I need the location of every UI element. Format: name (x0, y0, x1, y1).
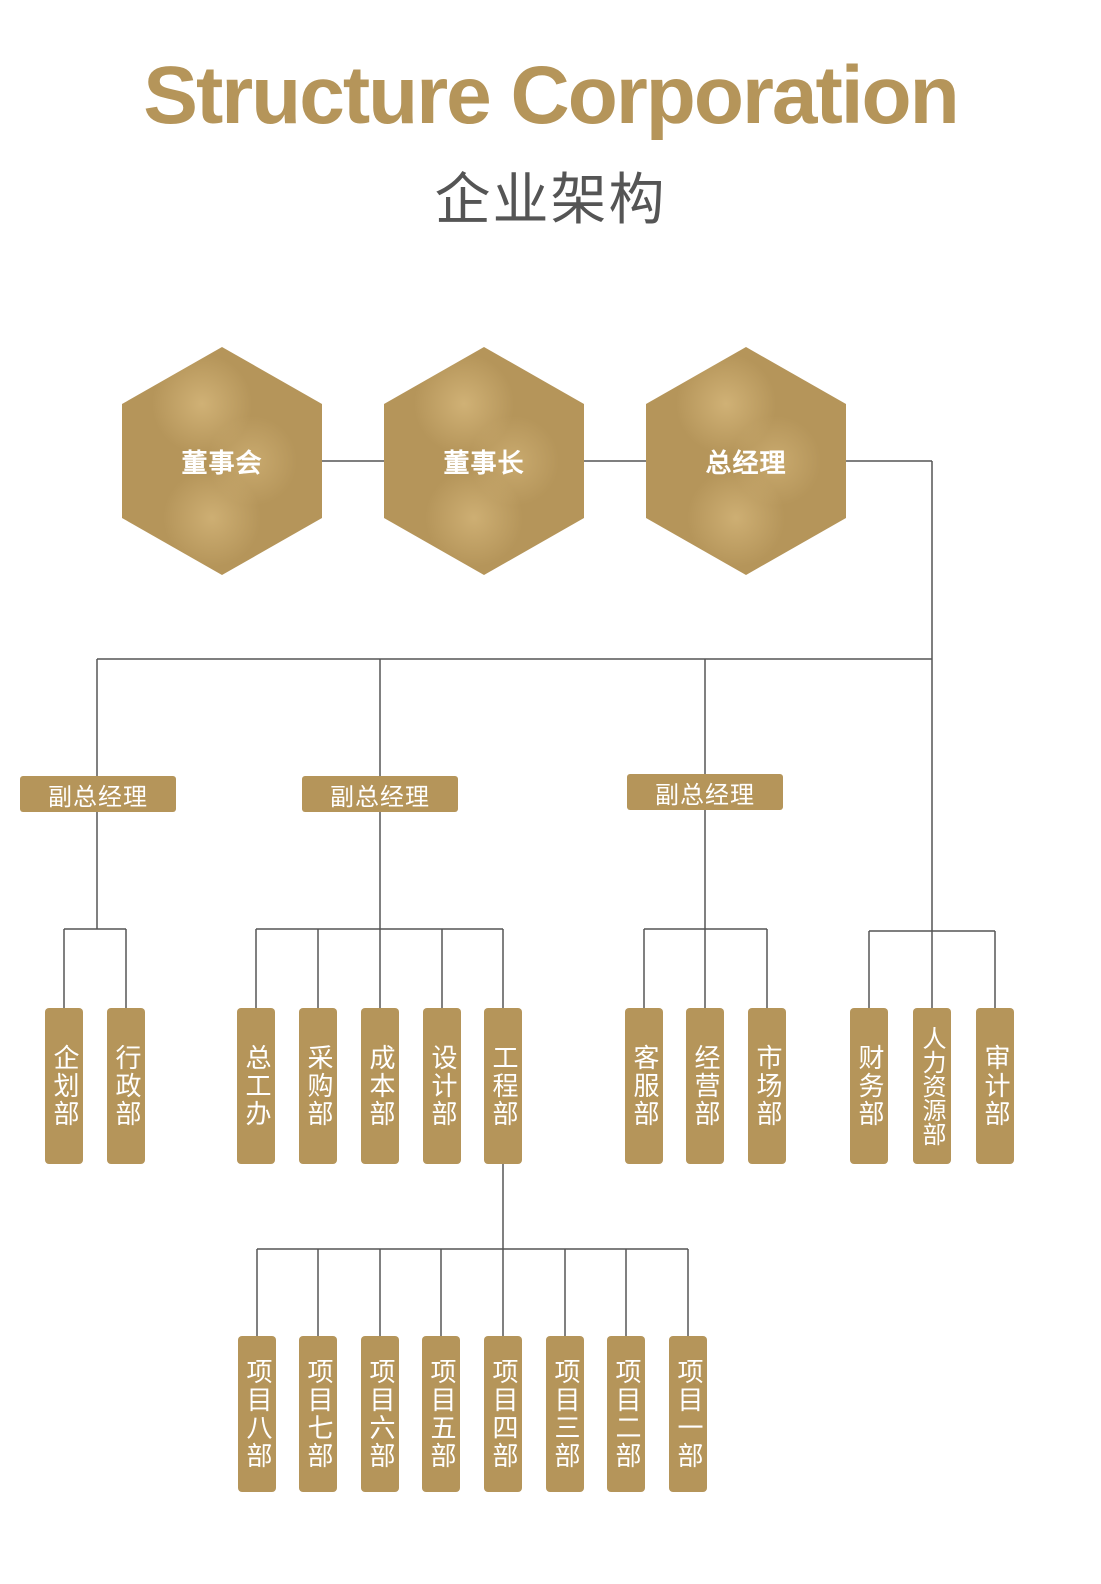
node-project-4: 项目四部 (484, 1336, 522, 1492)
node-label: 项目八部 (242, 1358, 272, 1470)
node-design: 设计部 (423, 1008, 461, 1164)
node-label: 经营部 (690, 1044, 720, 1128)
node-label: 工程部 (488, 1044, 518, 1128)
page-title-english: Structure Corporation (143, 50, 959, 141)
node-label: 总经理 (705, 448, 787, 479)
node-label: 副总经理 (48, 782, 148, 811)
node-engineering: 工程部 (484, 1008, 522, 1164)
node-administration: 行政部 (107, 1008, 145, 1164)
node-label: 项目四部 (488, 1358, 518, 1470)
node-project-5: 项目五部 (422, 1336, 460, 1492)
node-audit: 审计部 (976, 1008, 1014, 1164)
node-label: 审计部 (980, 1044, 1010, 1128)
node-project-1: 项目一部 (669, 1336, 707, 1492)
node-chief-engineer-office: 总工办 (237, 1008, 275, 1164)
node-cost: 成本部 (361, 1008, 399, 1164)
node-label: 董事会 (181, 448, 263, 479)
node-label: 项目五部 (426, 1358, 456, 1470)
node-project-3: 项目三部 (546, 1336, 584, 1492)
node-label: 采购部 (303, 1044, 333, 1128)
node-marketing: 市场部 (748, 1008, 786, 1164)
node-label: 项目七部 (303, 1358, 333, 1470)
node-planning: 企划部 (45, 1008, 83, 1164)
page-title-chinese: 企业架构 (434, 168, 667, 233)
node-label: 项目三部 (550, 1358, 580, 1470)
node-label: 行政部 (111, 1044, 141, 1128)
node-label: 市场部 (752, 1044, 782, 1128)
node-operations: 经营部 (686, 1008, 724, 1164)
node-label: 设计部 (427, 1044, 457, 1128)
node-customer-service: 客服部 (625, 1008, 663, 1164)
node-deputy-gm-2: 副总经理 (302, 776, 458, 812)
node-label: 副总经理 (655, 780, 755, 809)
node-label: 项目二部 (611, 1358, 641, 1470)
node-project-8: 项目八部 (238, 1336, 276, 1492)
node-project-7: 项目七部 (299, 1336, 337, 1492)
node-procurement: 采购部 (299, 1008, 337, 1164)
node-deputy-gm-1: 副总经理 (20, 776, 176, 812)
node-label: 财务部 (854, 1044, 884, 1128)
node-project-2: 项目二部 (607, 1336, 645, 1492)
node-label: 项目六部 (365, 1358, 395, 1470)
node-label: 项目一部 (673, 1358, 703, 1470)
node-label: 人力资源部 (918, 1026, 946, 1146)
node-label: 副总经理 (330, 782, 430, 811)
node-finance: 财务部 (850, 1008, 888, 1164)
node-project-6: 项目六部 (361, 1336, 399, 1492)
node-label: 企划部 (49, 1044, 79, 1128)
node-label: 客服部 (629, 1044, 659, 1128)
node-label: 成本部 (365, 1044, 395, 1128)
node-human-resources: 人力资源部 (913, 1008, 951, 1164)
node-label: 董事长 (443, 448, 525, 479)
node-label: 总工办 (241, 1044, 271, 1128)
node-deputy-gm-3: 副总经理 (627, 774, 783, 810)
